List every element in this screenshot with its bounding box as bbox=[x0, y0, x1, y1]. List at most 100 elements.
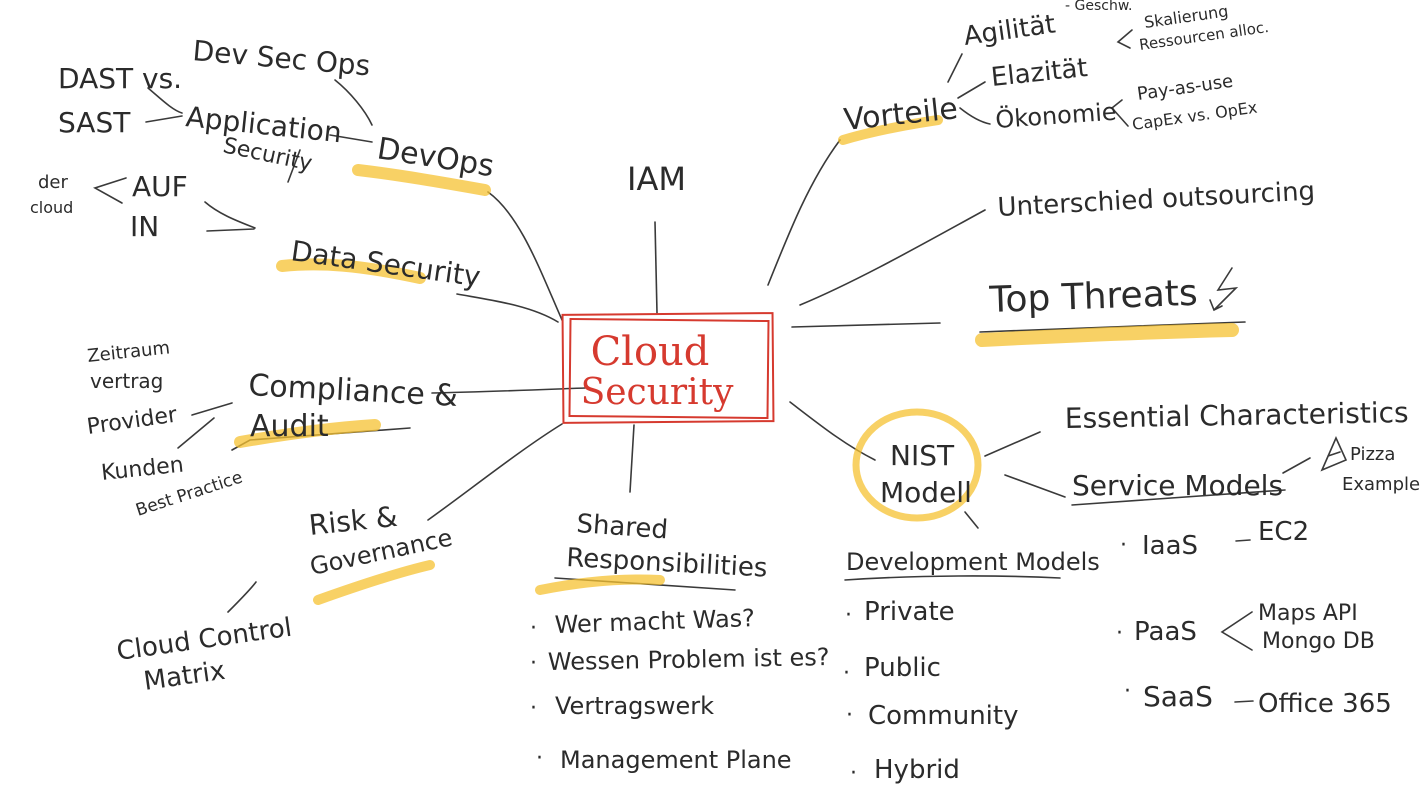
node-pizza-1: Pizza bbox=[1350, 444, 1395, 465]
highlight-datasec bbox=[276, 258, 426, 284]
line-auf-der bbox=[93, 177, 127, 204]
line-devops-appsec bbox=[329, 134, 373, 143]
iaas-bullet: · bbox=[1120, 533, 1127, 558]
node-data-security: Data Security bbox=[289, 234, 482, 293]
line-nist-service bbox=[1004, 474, 1066, 498]
datasec-cluster: Data Security AUF IN der cloud bbox=[30, 170, 483, 293]
deploy-bullet-3: · bbox=[846, 703, 853, 728]
node-deployment-models: Development Models bbox=[846, 548, 1100, 576]
line-saas-ex bbox=[1234, 700, 1254, 703]
vorteile-cluster: Vorteile Agilität - Geschw. Elazität Ska… bbox=[842, 0, 1270, 138]
line-elast-note bbox=[1116, 29, 1133, 49]
node-vorteile: Vorteile bbox=[842, 91, 959, 138]
shared-item-3: Vertragswerk bbox=[555, 692, 714, 720]
line-compliance-provider bbox=[191, 402, 233, 416]
threats-cluster: Top Threats bbox=[988, 267, 1239, 321]
node-compliance-line2: Audit bbox=[250, 409, 329, 444]
node-devsecops: Dev Sec Ops bbox=[191, 34, 371, 82]
line-devops-devsecops bbox=[334, 79, 373, 126]
node-oekonomie: Ökonomie bbox=[994, 97, 1117, 134]
line-paas-ex bbox=[1220, 611, 1253, 651]
deploy-bullet-2: · bbox=[843, 661, 850, 686]
line-appsec-sast bbox=[145, 115, 183, 123]
line-center-shared bbox=[629, 424, 635, 493]
deploy-item-1: Private bbox=[864, 597, 955, 627]
node-paas: PaaS bbox=[1134, 617, 1197, 647]
line-center-nist bbox=[789, 401, 876, 461]
node-cloud: cloud bbox=[30, 198, 73, 217]
deploy-bullet-1: · bbox=[845, 603, 852, 628]
node-risk-line1: Risk & bbox=[307, 500, 399, 542]
center-box-inner bbox=[568, 317, 770, 420]
line-nist-essential bbox=[984, 431, 1041, 457]
deploy-item-4: Hybrid bbox=[874, 755, 960, 785]
line-compliance-kunden bbox=[177, 417, 215, 449]
node-agilitaet-note: - Geschw. bbox=[1065, 0, 1132, 14]
line-deploy-under bbox=[844, 575, 1061, 581]
line-center-risk bbox=[427, 423, 563, 521]
shared-bullet-1: · bbox=[530, 616, 537, 641]
highlight-risk bbox=[313, 560, 435, 605]
shared-item-4: Management Plane bbox=[560, 746, 792, 774]
line-nist-deploy bbox=[964, 511, 979, 529]
highlight-threats bbox=[975, 323, 1239, 347]
deploy-bullet-4: · bbox=[850, 761, 857, 786]
line-center-unterschied bbox=[799, 209, 986, 306]
highlight-vorteile bbox=[838, 115, 943, 145]
node-sast: SAST bbox=[58, 106, 131, 139]
node-mongodb: Mongo DB bbox=[1262, 629, 1375, 654]
node-elastizitaet: Elazität bbox=[990, 53, 1089, 93]
node-zeitraum: Zeitraum bbox=[86, 337, 171, 367]
node-dast: DAST vs. bbox=[58, 62, 182, 95]
line-datasec-aufin bbox=[204, 201, 256, 232]
node-saas: SaaS bbox=[1143, 680, 1213, 713]
line-appsec-down bbox=[287, 149, 301, 183]
line-center-compliance bbox=[431, 387, 586, 394]
node-pizza-2: Example bbox=[1342, 474, 1420, 495]
nist-cluster: NIST Modell Essential Characteristics Se… bbox=[843, 396, 1420, 786]
lightning-icon bbox=[1209, 267, 1239, 312]
highlights bbox=[234, 115, 1239, 605]
node-vertrag: vertrag bbox=[90, 369, 163, 393]
shared-item-1: Wer macht Was? bbox=[554, 604, 755, 639]
center-title-line1: Cloud bbox=[591, 329, 710, 375]
line-center-threats bbox=[791, 322, 941, 328]
node-iaas: IaaS bbox=[1142, 531, 1198, 561]
line-center-datasec bbox=[456, 293, 559, 323]
risk-cluster: Risk & Governance Cloud Control Matrix bbox=[115, 500, 455, 697]
line-vorteile-oek bbox=[959, 107, 991, 125]
node-kunden: Kunden bbox=[100, 452, 185, 486]
node-top-threats: Top Threats bbox=[988, 273, 1198, 321]
node-in: IN bbox=[130, 210, 159, 243]
highlight-nist-circle bbox=[852, 408, 982, 522]
deploy-item-2: Public bbox=[864, 653, 941, 683]
shared-cluster: Shared Responsibilities · Wer macht Was?… bbox=[530, 509, 830, 774]
node-essential: Essential Characteristics bbox=[1065, 396, 1409, 435]
shared-bullet-4: · bbox=[536, 746, 543, 771]
highlight-compliance bbox=[234, 419, 381, 448]
node-der: der bbox=[38, 172, 69, 193]
node-oekonomie-note-1: Pay-as-use bbox=[1136, 71, 1235, 105]
node-agilitaet: Agilität bbox=[962, 9, 1058, 52]
line-oek-note bbox=[1110, 99, 1129, 127]
node-nist-line1: NIST bbox=[890, 439, 955, 472]
deploy-item-3: Community bbox=[868, 701, 1018, 731]
highlight-devops bbox=[352, 164, 491, 196]
node-office365: Office 365 bbox=[1258, 689, 1392, 719]
line-vorteile-agil bbox=[947, 53, 963, 83]
node-maps-api: Maps API bbox=[1258, 601, 1358, 626]
highlight-shared bbox=[535, 574, 665, 595]
line-center-devops bbox=[487, 191, 563, 321]
shared-bullet-3: · bbox=[530, 696, 537, 721]
line-service-pizza bbox=[1282, 457, 1311, 474]
node-shared-line1: Shared bbox=[576, 509, 669, 545]
saas-bullet: · bbox=[1124, 679, 1131, 704]
node-service-models: Service Models bbox=[1072, 469, 1283, 502]
deployment-list: · Private · Public · Community · Hybrid bbox=[843, 597, 1018, 786]
node-ec2: EC2 bbox=[1258, 517, 1309, 547]
line-appsec-dast bbox=[147, 87, 183, 114]
node-compliance-line1: Compliance & bbox=[248, 368, 459, 414]
node-unterschied: Unterschied outsourcing bbox=[997, 176, 1316, 223]
line-vorteile-elast bbox=[957, 81, 986, 99]
